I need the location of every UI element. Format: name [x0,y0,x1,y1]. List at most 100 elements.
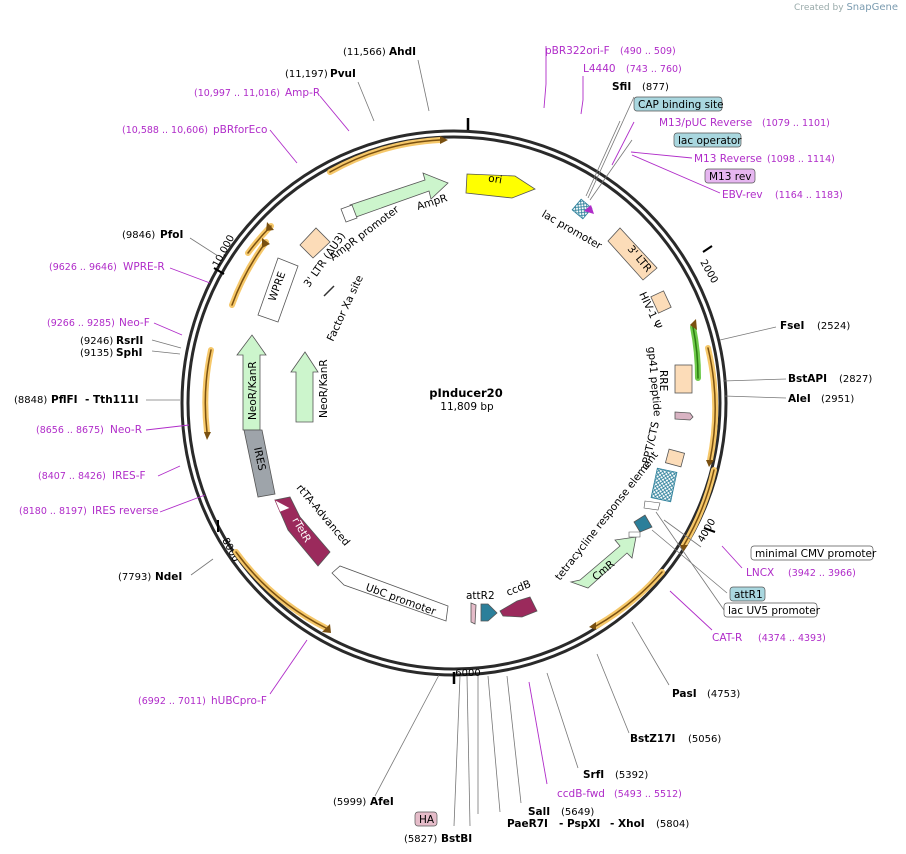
catr-pos: (4374 .. 4393) [758,633,826,644]
pbrforeco-name: pBRforEco [213,124,267,136]
ha-label: HA [419,814,435,826]
lac-operator-label: lac operator [678,135,742,147]
sfii-name: SfiI [612,81,631,93]
attr2-label: attR2 [466,590,495,602]
srfi-pos: (5392) [615,770,648,781]
tick-6000: 6000 [455,668,480,679]
pvui-name: PvuI [330,68,356,80]
fsei-pos: (2524) [817,321,850,332]
attr2-arrow [480,603,498,622]
wprer-pos: (9626 .. 9646) [49,262,117,273]
ubc-promoter-arrow [331,565,449,622]
catr-name: CAT-R [712,632,742,644]
enzyme-labels: (11,566) AhdI (11,197) PvuI SfiI (877) (… [14,46,872,845]
bstapi-name: BstAPI [788,373,827,385]
neof-name: Neo-F [119,317,150,329]
factor-xa-label: Factor Xa site [325,273,366,343]
iresf-pos: (8407 .. 8426) [38,471,106,482]
lacuv5-label: lac UV5 promoter [728,605,821,617]
ccdb-arrow [499,596,538,618]
tick-2000-mark [702,245,713,253]
m13rev-pos: (1098 .. 1114) [767,154,835,165]
tick-2000: 2000 [697,258,719,286]
bstbi-pos: (5827) [404,834,437,845]
tth111i-name: - Tth111I [85,394,139,406]
lac-promoter-mark [584,205,594,214]
attr1-arrow [633,514,653,533]
attr1-label: attR1 [734,589,763,601]
alei-name: AleI [788,393,811,405]
ndei-pos: (7793) [118,572,151,583]
min-cmv-box [628,531,641,538]
lac-promoter-label: lac promoter [540,208,605,252]
bstbi-name: BstBI [441,833,472,845]
xhoi-pos: (5804) [656,819,689,830]
m13puc-name: M13/pUC Reverse [659,117,752,129]
tick-10000-mark [213,267,225,275]
backbone-inner [186,135,722,671]
lncx-name: LNCX [746,567,774,579]
rteta-head [274,499,291,513]
pfoi-name: PfoI [160,229,183,241]
pbrforeco-pos: (10,588 .. 10,606) [122,125,208,136]
ori-arrow [465,173,536,199]
ebvrev-name: EBV-rev [722,189,763,201]
srfi-name: SrfI [583,769,604,781]
ccdbfwd-name: ccdB-fwd [557,788,605,800]
pasi-name: PasI [672,688,697,700]
tick-4000-mark [703,527,716,533]
ires-label: IRES [251,446,268,472]
neor-kanr-inner-arrow [290,351,319,423]
neor-primer-name: Neo-R [110,424,142,436]
l4440-pos: (743 .. 760) [626,64,682,75]
ampr-primer-name: Amp-R [285,87,320,99]
lac-promoter-box [571,198,593,220]
factor-xa-mark [323,285,335,297]
m13-rev-label: M13 rev [709,171,752,183]
tick-10000: 10,000 [211,233,237,269]
primer-labels: pBR322ori-F (490 .. 509) L4440 (743 .. 7… [19,45,856,800]
lacuv5-box [643,500,661,511]
ampr-promoter-arrow [340,204,358,223]
sali-pos: (5649) [561,807,594,818]
ltr-du3-box [299,227,331,259]
m13rev-name: M13 Reverse [694,153,762,165]
plasmid-size: 11,809 bp [440,401,494,413]
pfoi-pos: (9846) [122,230,155,241]
pvui-pos: (11,197) [285,69,328,80]
pflfi-pos: (8848) [14,395,47,406]
hubcprof-name: hUBCpro-F [211,695,267,707]
rsrii-pos: (9246) [80,336,113,347]
pflfi-name: PflFI [51,394,78,406]
neor-kanr-outer-label: NeoR/KanR [247,361,259,420]
iresrev-name: IRES reverse [92,505,159,517]
tre-box [650,467,678,503]
rre-label: RRE [657,370,669,391]
boxed-labels: CAP binding site lac operator M13 rev mi… [414,96,877,827]
bstz17i-name: BstZ17I [630,733,675,745]
cap-binding-label: CAP binding site [638,99,724,111]
l4440-name: L4440 [583,63,616,75]
ndei-name: NdeI [155,571,182,583]
ampr-arrow [349,172,449,218]
ires-box [243,429,276,498]
afei-name: AfeI [370,796,394,808]
attr2-box [470,602,477,625]
ampr-label: AmpR [415,192,449,213]
ebvrev-pos: (1164 .. 1183) [775,190,843,201]
ahdi-name: AhdI [389,46,416,58]
sphi-pos: (9135) [80,348,113,359]
pspxi-name: - PspXI [559,818,600,830]
wpre-box [257,257,299,323]
pbr322ori-name: pBR322ori-F [545,45,610,57]
fsei-name: FseI [780,320,804,332]
pasi-pos: (4753) [707,689,740,700]
enzyme-lines [146,59,787,827]
m13puc-pos: (1079 .. 1101) [762,118,830,129]
hubcprof-pos: (6992 .. 7011) [138,696,206,707]
ahdi-pos: (11,566) [343,47,386,58]
paer7i-name: PaeR7I [507,818,548,830]
wprer-name: WPRE-R [123,261,165,273]
ori-label: ori [488,173,503,187]
